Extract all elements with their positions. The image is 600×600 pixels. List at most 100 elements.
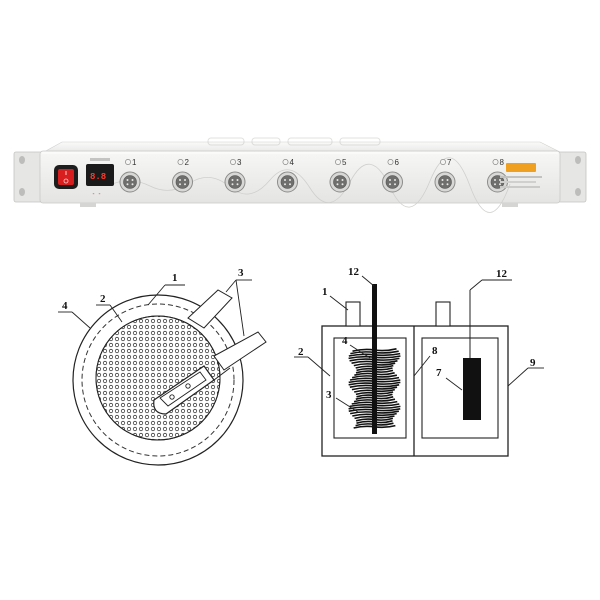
brand-subtext-line-2 [500,181,536,183]
brush-bristle [349,357,400,362]
cell-label-2: 2 [100,293,106,305]
channel-number-6: 6 [395,158,400,167]
brand-badge [506,163,536,172]
connector-pin [179,183,181,186]
e-leader-4 [349,344,371,359]
rack-ear-right [557,151,587,203]
channel-port-4[interactable]: 4 [277,158,298,193]
brush-bristle [348,352,401,357]
e-label-1: 1 [322,286,328,298]
rack-ear-hole-left-bottom [19,188,25,196]
power-switch-off-mark [63,178,69,184]
connector-pin [389,179,391,181]
connector-socket [385,175,400,189]
brush-bristle [352,348,397,352]
connector-pin [236,183,239,186]
brush-bristle [356,367,393,372]
brush-bristle [348,355,401,360]
connector-pin [284,179,286,181]
e-label-12a: 12 [348,266,360,278]
power-switch[interactable] [58,169,74,185]
current-collector-tab [153,289,267,415]
brush-bristle [353,424,396,429]
channel-number-8: 8 [500,158,505,167]
e-label-8: 8 [432,345,438,357]
brush-bristle [348,405,401,410]
device-front-panel [39,150,561,204]
e-label-9: 9 [530,357,536,369]
brush-bristle [356,393,393,398]
connector-pin [336,183,339,186]
rack-ear-hole-left-top [19,156,25,164]
channel-port-7[interactable]: 7 [434,158,456,193]
connector-pin [446,183,449,186]
brush-bristle [355,422,394,427]
channel-port-5[interactable]: 5 [329,158,351,193]
e-leader-3 [335,397,359,413]
display-indicator-marks: - - [92,191,101,197]
brush-bristle [351,360,398,364]
connector-pin [494,179,496,181]
channel-led-3 [230,159,236,165]
connector-pin [131,179,134,181]
e-leader-7 [445,377,463,391]
connector-pin [131,183,134,186]
channel-number-2: 2 [185,158,190,167]
right-inner-chamber [421,337,499,439]
leader-line-1 [147,284,166,306]
brush-bristle [353,398,396,403]
connector-pin [389,183,391,186]
channel-led-8 [492,159,499,165]
rack-ear-left [13,151,43,203]
brush-electrode-bristles [348,348,401,429]
connector-pin [499,179,501,181]
e-leader-12b [469,279,483,291]
connector-pin [284,183,286,186]
connector-socket [123,175,137,189]
brush-bristle [348,381,401,386]
brush-bristle [351,386,398,391]
channel-port-3[interactable]: 3 [224,158,246,193]
brush-bristle [348,379,401,384]
e-label-3: 3 [326,389,332,401]
connector-socket [333,175,347,189]
brush-bristle [353,388,396,393]
brush-bristle [355,417,394,422]
e-label-2: 2 [298,346,304,358]
brush-bristle [350,350,399,355]
channel-port-1[interactable]: 1 [119,158,141,193]
outer-tank [321,325,509,457]
connector-pin [494,183,496,186]
cell-label-3: 3 [238,267,244,279]
channel-port-2[interactable]: 2 [172,158,193,193]
coin-cell-diagram: 1 2 3 4 [58,267,267,466]
channel-port-6[interactable]: 6 [382,158,403,193]
connector-pin [446,179,449,181]
e-label-4: 4 [342,335,348,347]
leader-line-2 [109,304,123,323]
brush-bristle [349,384,400,388]
left-inner-chamber [333,337,407,439]
connector-socket [228,175,242,189]
brush-bristle [355,364,394,369]
connector-pin [441,179,444,181]
leader-line-3a [225,279,237,293]
leader-line-3b [235,279,245,337]
device-foot-right [502,203,518,207]
e-leader-12a [361,275,375,287]
connector-pin [236,179,239,181]
connector-pin [231,183,234,186]
lid-logo [207,137,381,146]
brush-bristle [354,372,395,376]
left-inlet-tube [345,301,361,327]
channel-number-1: 1 [132,158,137,167]
connector-pin [126,183,129,186]
plate-electrode [463,358,481,420]
right-inlet-tube [435,301,451,327]
connector-pin [394,183,396,186]
brush-bristle [349,376,400,381]
connector-pin [289,179,291,181]
brush-bristle [352,412,397,417]
